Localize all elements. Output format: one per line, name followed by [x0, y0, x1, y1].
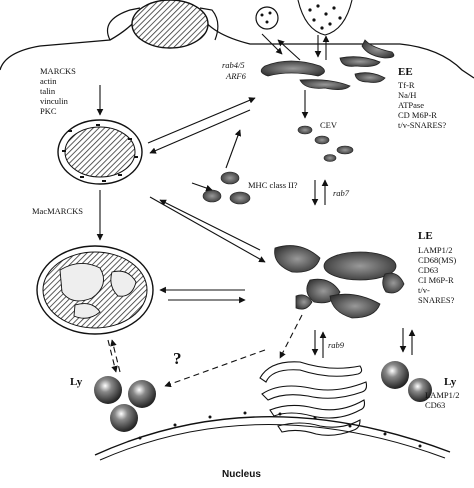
rab7-label: rab7 — [333, 188, 350, 198]
lysosomes-left — [94, 376, 156, 432]
arf6-label: ARF6 — [226, 71, 246, 81]
mhc-vesicles — [202, 171, 251, 205]
cev-label: CEV — [320, 120, 337, 130]
le-title: LE — [418, 230, 433, 242]
macmarcks-label: MacMARCKS — [32, 206, 84, 216]
late-endosomes — [274, 245, 405, 319]
cev-vesicles — [297, 125, 354, 162]
ee-title: EE — [398, 66, 413, 78]
nucleus-label: Nucleus — [222, 469, 261, 480]
le-marker-list: LAMP1/2 CD68(MS) CD63 CI M6P-R t/v- SNAR… — [418, 245, 457, 305]
endocytic-pits — [255, 0, 353, 36]
phagocytic-cup — [106, 7, 219, 41]
lysosomes-right — [381, 361, 432, 402]
phagosome-late — [36, 245, 154, 335]
rab9-label: rab9 — [328, 340, 345, 350]
phagosome-early — [57, 119, 143, 185]
ly-left-label: Ly — [70, 376, 83, 388]
nucleus-envelope — [94, 411, 451, 461]
rab45-label: rab4/5 — [222, 60, 245, 70]
early-endosome — [260, 39, 395, 90]
particle-uptake — [131, 0, 209, 49]
ly-right-marker-list: LAMP1/2 CD63 — [425, 390, 460, 410]
dashed-arrows — [107, 314, 303, 388]
mhc-label: MHC class II? — [248, 180, 298, 190]
arrows — [96, 33, 416, 358]
marcks-protein-list: MARCKS actin talin vinculin PKC — [40, 66, 76, 116]
unknown-pathway-question-mark: ? — [173, 349, 182, 368]
ly-right-label: Ly — [444, 376, 457, 388]
ee-marker-list: Tf-R Na/H ATPase CD M6P-R t/v-SNARES? — [398, 80, 447, 130]
